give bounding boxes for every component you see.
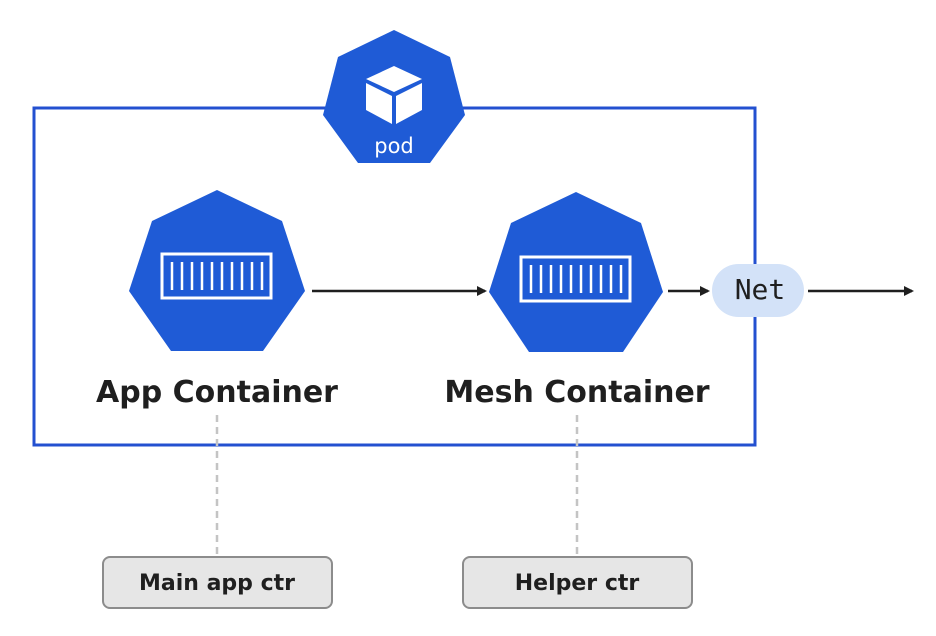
mesh-container-label: Mesh Container [444,375,709,410]
container-icon [519,255,632,303]
container-hexagon-shape [489,192,663,352]
annotation-helper-label: Helper ctr [515,571,640,596]
pod-label: pod [374,134,414,158]
mesh-container: Mesh Container [444,192,710,410]
pod-icon: pod [323,30,465,163]
annotation-main-app: Main app ctr [102,556,333,609]
pod-boundary [32,106,757,447]
app-container-label: App Container [96,375,338,410]
app-container: App Container [96,190,338,410]
net-node: Net [712,264,804,317]
annotation-main-app-label: Main app ctr [139,571,295,596]
annotation-helper: Helper ctr [462,556,693,609]
container-icon [160,252,273,300]
net-bubble [712,264,804,317]
net-label: Net [735,273,786,306]
cube-icon [366,66,422,124]
container-hexagon-shape [129,190,305,351]
